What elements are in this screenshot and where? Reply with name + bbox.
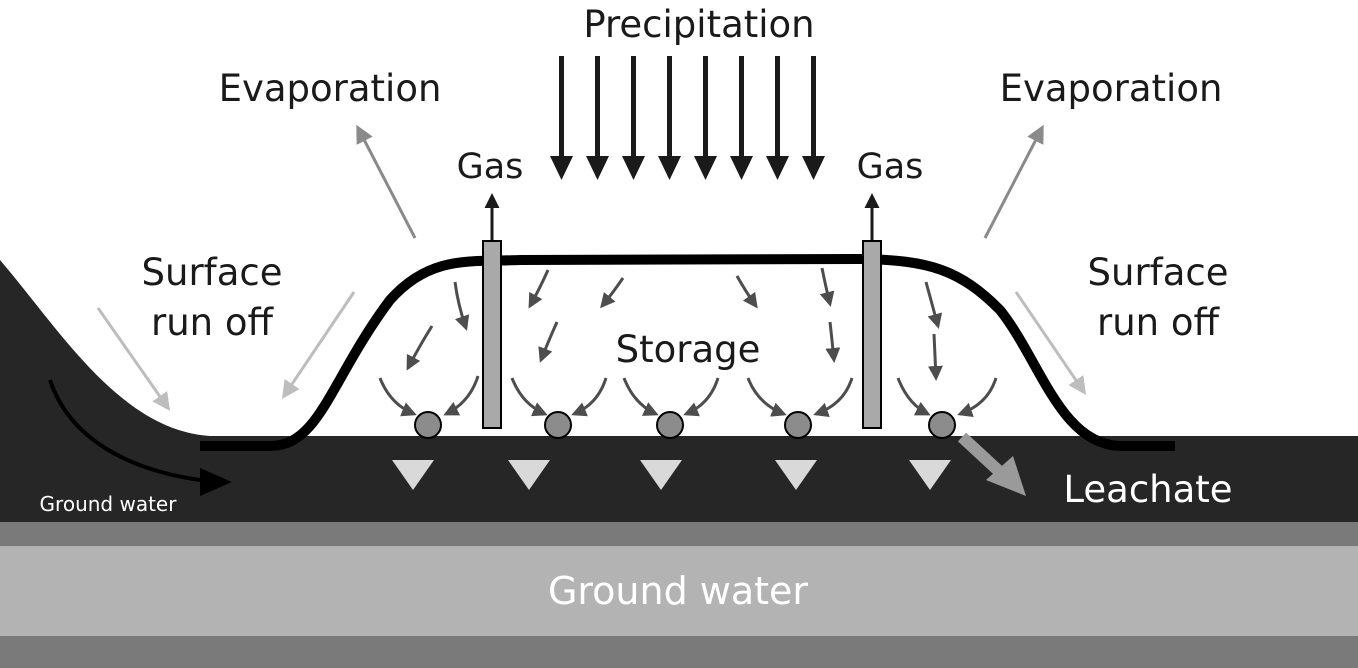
surface-run-off-right-line1: Surface — [1088, 251, 1229, 294]
ground-water-small-label: Ground water — [40, 492, 178, 516]
gas-label-left: Gas — [457, 147, 524, 187]
down-arrow-icon — [730, 56, 753, 180]
circle-icon — [414, 411, 442, 439]
circle-icon — [928, 411, 956, 439]
upper-stripe — [0, 522, 1358, 546]
soil-layer — [0, 260, 1358, 522]
leachate-arrow — [957, 432, 1026, 496]
gas-label-right: Gas — [857, 147, 924, 187]
circle-icon — [784, 411, 812, 439]
down-arrow-icon — [694, 56, 717, 180]
surface-run-off-right-line2: run off — [1097, 301, 1221, 344]
down-arrow-icon — [802, 56, 825, 180]
evaporation-arrow-right — [983, 124, 1044, 239]
storage-label: Storage — [616, 328, 761, 371]
ground-water-flow-arrow — [48, 379, 201, 482]
runoff-arrow-right — [1014, 291, 1087, 395]
circle-icon — [544, 411, 572, 439]
down-triangle-icon — [909, 460, 951, 490]
landfill-cover — [200, 253, 1175, 451]
ground-water-band-label: Ground water — [548, 569, 808, 613]
surface-run-off-left-line2: run off — [151, 301, 275, 344]
evaporation-label-left: Evaporation — [219, 67, 442, 110]
down-triangle-icon — [392, 460, 434, 490]
runoff-arrow-left-2 — [281, 291, 356, 399]
down-triangle-icon — [640, 460, 682, 490]
down-triangle-icon — [775, 460, 817, 490]
evaporation-label-right: Evaporation — [1000, 67, 1223, 110]
drain-markers — [392, 460, 951, 490]
circle-icon — [656, 411, 684, 439]
bottom-stripe — [0, 636, 1358, 668]
down-triangle-icon — [508, 460, 550, 490]
precipitation-arrows — [550, 56, 825, 180]
surface-run-off-left-line1: Surface — [142, 251, 283, 294]
collectors — [414, 411, 956, 439]
infiltration-arrows — [378, 267, 998, 418]
gas-pipe-left — [482, 240, 502, 429]
down-arrow-icon — [766, 56, 789, 180]
down-arrow-icon — [550, 56, 573, 180]
down-arrow-icon — [622, 56, 645, 180]
down-arrow-icon — [658, 56, 681, 180]
ground-water-arrow-head — [200, 468, 232, 496]
down-arrow-icon — [586, 56, 609, 180]
precipitation-label: Precipitation — [583, 3, 814, 46]
runoff-arrow-left-1 — [96, 307, 171, 411]
leachate-label: Leachate — [1063, 468, 1232, 511]
ground-water-band — [0, 546, 1358, 636]
gas-pipe-right — [862, 240, 882, 429]
evaporation-arrow-left — [356, 124, 417, 239]
